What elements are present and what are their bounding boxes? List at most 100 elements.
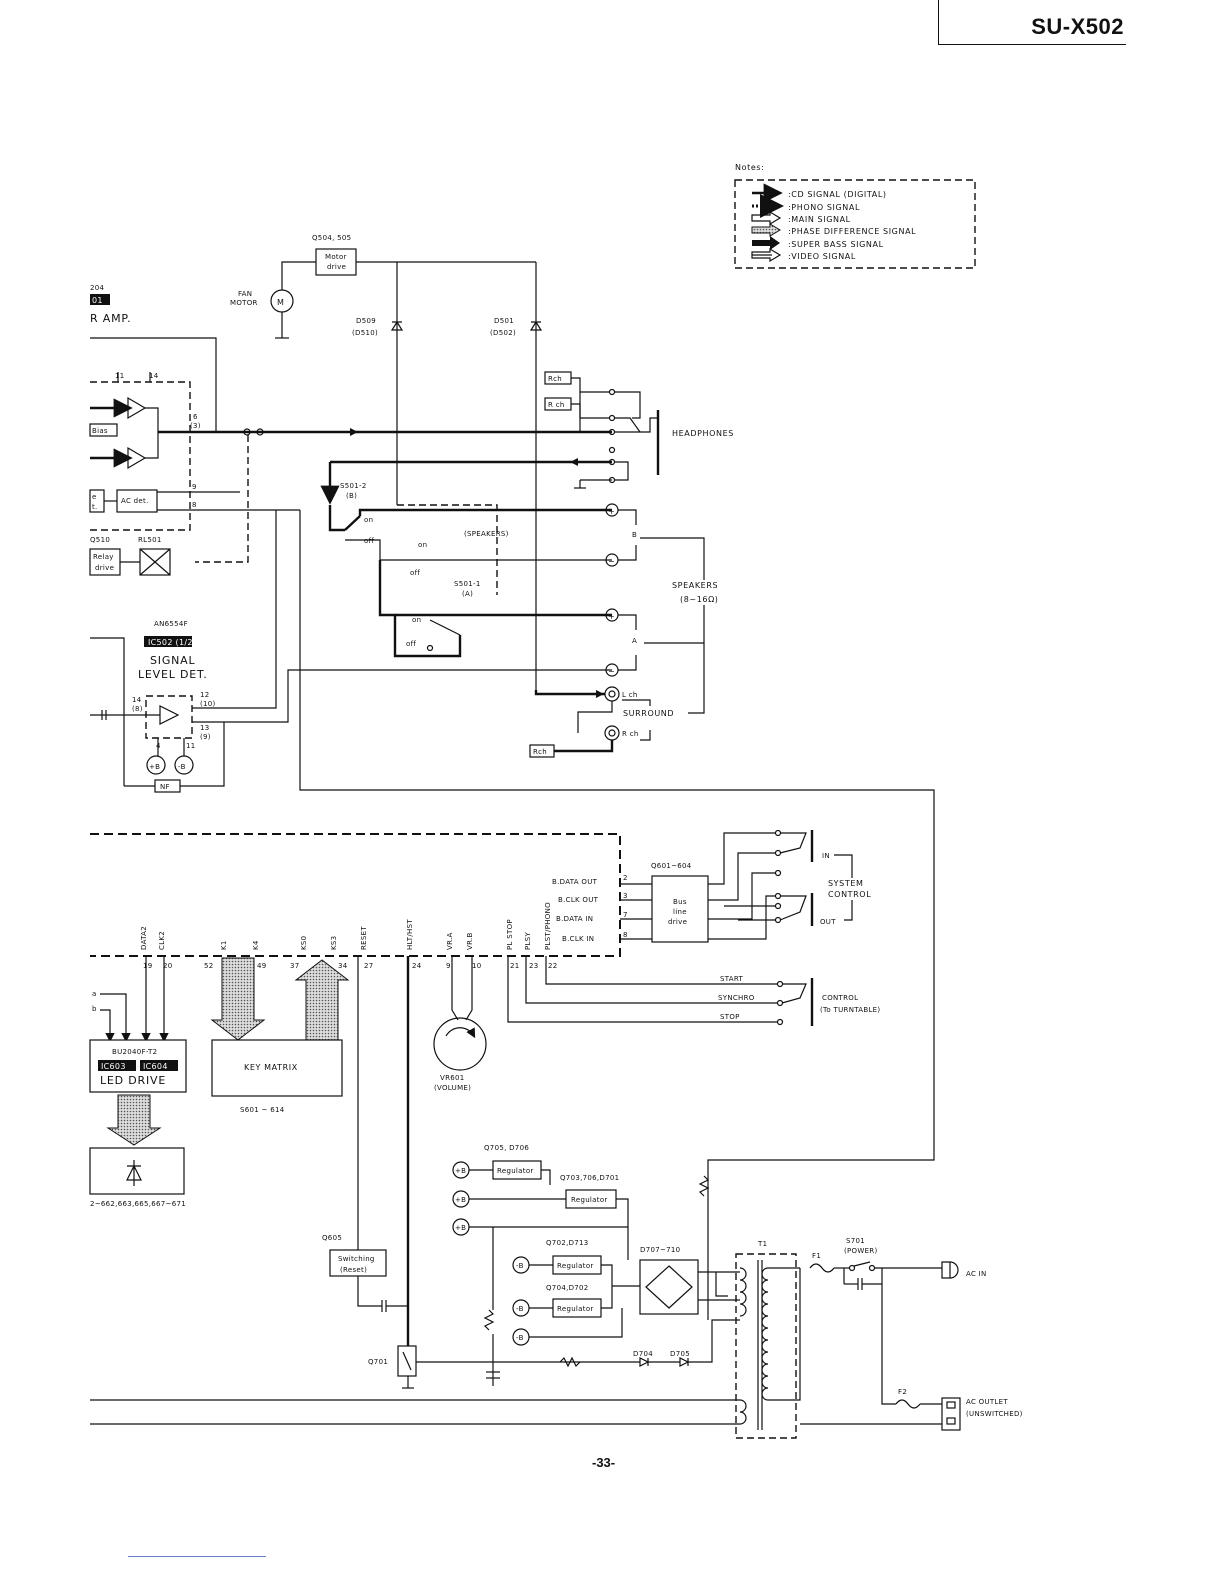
svg-text:T1: T1: [757, 1240, 767, 1248]
svg-text:SYNCHRO: SYNCHRO: [718, 994, 755, 1002]
svg-text:Q601~604: Q601~604: [651, 862, 692, 870]
volume-knob-icon: [433, 1017, 487, 1071]
svg-text:t.: t.: [92, 503, 98, 511]
svg-text:IC502 (1/2): IC502 (1/2): [148, 638, 196, 647]
volume-section: VR601 (VOLUME): [433, 956, 487, 1092]
svg-text:24: 24: [412, 962, 422, 970]
comparator-icon: [159, 705, 180, 725]
svg-text:Bus: Bus: [673, 898, 687, 906]
svg-text:Motor: Motor: [325, 253, 347, 261]
svg-text:9: 9: [192, 483, 197, 491]
svg-text:AC OUTLET: AC OUTLET: [966, 1398, 1008, 1406]
svg-text:SPEAKERS: SPEAKERS: [672, 581, 718, 590]
svg-text:NF: NF: [160, 783, 170, 791]
svg-text:IC604: IC604: [143, 1062, 168, 1071]
legend-superbass-icon: [752, 236, 780, 250]
svg-text:drive: drive: [327, 263, 346, 271]
svg-text:3: 3: [623, 892, 628, 900]
svg-text:VR.A: VR.A: [446, 932, 454, 950]
svg-text:49: 49: [257, 962, 267, 970]
svg-text:Rch: Rch: [548, 375, 562, 383]
svg-text:IC603: IC603: [101, 1062, 126, 1071]
svg-text:Q510: Q510: [90, 536, 110, 544]
svg-text:11: 11: [115, 372, 125, 380]
svg-text:S701: S701: [846, 1237, 865, 1245]
svg-text:LED DRIVE: LED DRIVE: [100, 1074, 166, 1087]
svg-text:FAN: FAN: [238, 290, 252, 298]
svg-text:(9): (9): [200, 733, 211, 741]
page-number: -33-: [592, 1455, 616, 1470]
legend-video-label: :VIDEO SIGNAL: [788, 252, 856, 261]
svg-text:STOP: STOP: [720, 1013, 740, 1021]
svg-text:off: off: [406, 640, 416, 648]
svg-text:S501-2: S501-2: [340, 482, 367, 490]
speakers-section: S501-2 (B) on off + − on off (SPEAKERS) …: [328, 482, 718, 677]
power-supply-section: Q705, D706 +B Regulator Q703,706,D701 +B…: [90, 1144, 1023, 1439]
svg-text:VR601: VR601: [440, 1074, 465, 1082]
svg-text:37: 37: [290, 962, 300, 970]
svg-text:START: START: [720, 975, 744, 983]
svg-text:e: e: [92, 493, 97, 501]
svg-text:A: A: [632, 637, 637, 645]
svg-text:S601 ~ 614: S601 ~ 614: [240, 1106, 285, 1114]
fuse-f2-icon: [895, 1399, 921, 1409]
svg-text:+B: +B: [455, 1224, 466, 1232]
footer-rule: [128, 1556, 266, 1557]
svg-text:PLSY: PLSY: [524, 932, 532, 950]
svg-text:21: 21: [510, 962, 520, 970]
fan-motor-section: Q504, 505 Motor drive M FAN MOTOR D509 (…: [230, 234, 543, 690]
svg-text:8: 8: [623, 931, 628, 939]
key-matrix-section: KEY MATRIX S601 ~ 614: [210, 957, 350, 1114]
svg-text:01: 01: [92, 296, 103, 305]
svg-text:CONTROL: CONTROL: [828, 890, 871, 899]
svg-text:(D510): (D510): [352, 329, 378, 337]
svg-text:Switching: Switching: [338, 1255, 375, 1263]
lch-jack-icon: [604, 686, 620, 702]
key-scan-arrow-icon: [210, 957, 266, 1041]
svg-text:+: +: [608, 612, 615, 621]
svg-text:Q701: Q701: [368, 1358, 388, 1366]
svg-text:-B: -B: [178, 763, 186, 771]
phase-arrow-icon: [106, 1094, 162, 1146]
svg-text:IN: IN: [822, 852, 830, 860]
legend-main-label: :MAIN SIGNAL: [788, 215, 851, 224]
svg-text:(SPEAKERS): (SPEAKERS): [464, 530, 509, 538]
svg-text:Regulator: Regulator: [571, 1196, 608, 1204]
svg-text:HEADPHONES: HEADPHONES: [672, 429, 734, 438]
resistor-icon: [698, 1175, 710, 1197]
svg-text:BU2040F-T2: BU2040F-T2: [112, 1048, 157, 1056]
svg-text:Q702,D713: Q702,D713: [546, 1239, 589, 1247]
svg-text:F1: F1: [812, 1252, 821, 1260]
controller-section: B.DATA OUT B.CLK OUT B.DATA IN B.CLK IN …: [90, 829, 871, 957]
svg-text:Q703,706,D701: Q703,706,D701: [560, 1174, 619, 1182]
legend-phase-label: :PHASE DIFFERENCE SIGNAL: [788, 227, 916, 236]
svg-text:52: 52: [204, 962, 214, 970]
svg-text:L ch: L ch: [622, 691, 638, 699]
diode-d705-icon: [679, 1357, 690, 1367]
svg-text:SYSTEM: SYSTEM: [828, 879, 864, 888]
svg-text:SIGNAL: SIGNAL: [150, 654, 196, 667]
switching-reset-box: [329, 1249, 387, 1277]
svg-text:S501-1: S501-1: [454, 580, 481, 588]
legend-superbass-label: :SUPER BASS SIGNAL: [788, 240, 884, 249]
svg-text:(B): (B): [346, 492, 357, 500]
svg-text:drive: drive: [668, 918, 687, 926]
svg-text:Relay: Relay: [93, 553, 114, 561]
svg-text:9: 9: [446, 962, 451, 970]
svg-text:8: 8: [192, 501, 197, 509]
svg-text:PL STOP: PL STOP: [506, 919, 514, 950]
motor-drive-box: [315, 248, 357, 276]
surround-section: L ch SURROUND R ch Rch: [529, 643, 705, 758]
svg-text:(UNSWITCHED): (UNSWITCHED): [966, 1410, 1023, 1418]
power-amp-section: 204 01 R AMP. 11 14 Bias 6 (3) AC det. e…: [89, 284, 300, 576]
svg-text:11: 11: [186, 742, 196, 750]
svg-text:D705: D705: [670, 1350, 690, 1358]
svg-text:R ch: R ch: [622, 730, 639, 738]
svg-text:D501: D501: [494, 317, 514, 325]
feedback-line: [299, 510, 935, 1320]
svg-text:B.CLK IN: B.CLK IN: [562, 935, 594, 943]
svg-text:on: on: [364, 516, 373, 524]
svg-text:(A): (A): [462, 590, 473, 598]
svg-text:(3): (3): [190, 422, 201, 430]
svg-text:19: 19: [143, 962, 153, 970]
